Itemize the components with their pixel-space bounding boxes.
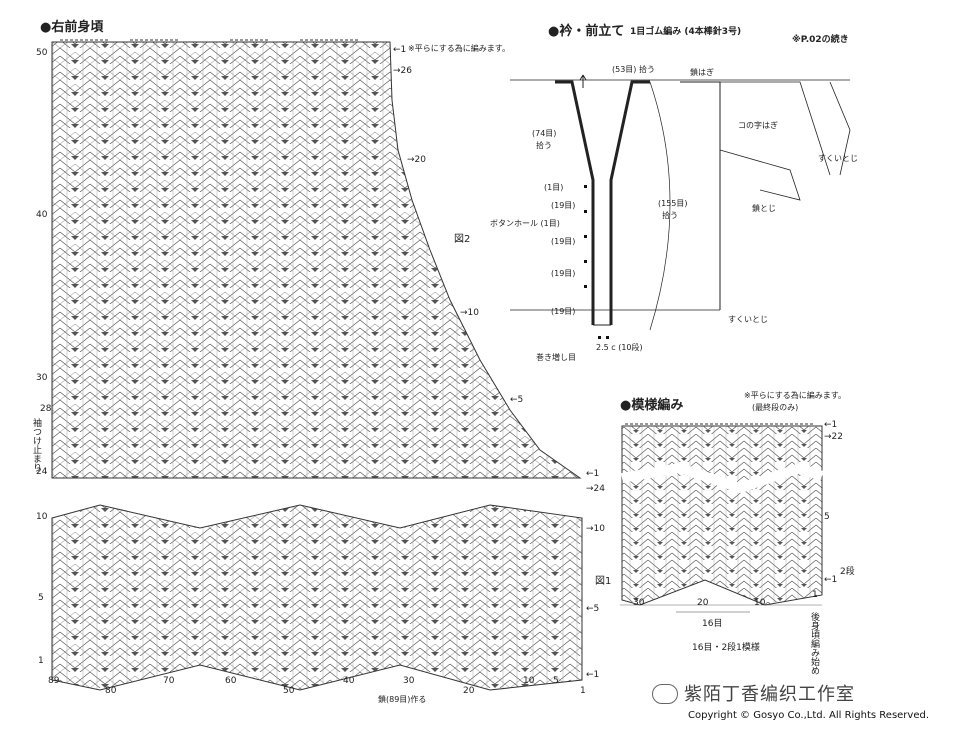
row-arrow: →22 [824,432,843,442]
row-arrow: →24 [586,484,605,494]
buttonhole-label: ボタンホール (1目) [490,219,560,228]
row-count-19: (19目) [551,307,576,316]
row-count-19: (19目) [551,201,576,210]
stitch-count: 50 [283,686,295,696]
pattern-flat-note: ※平らにする為に編みます。 [744,391,846,400]
stitch-count: 5 [553,676,559,686]
copyright-text: Copyright © Gosyo Co.,Ltd. All Rights Re… [688,710,930,721]
right-front-lower-chart [51,504,583,691]
figure-1-label: 図1 [595,576,612,587]
stitch-count: 30 [403,676,415,686]
chain-join-label: 鎖はぎ [690,68,714,77]
row-number: 1 [38,656,44,666]
row-number: 24 [36,467,48,477]
repeat-rows-label: 2段 [840,567,855,577]
row-arrow: ←1 [824,575,838,585]
pick-74-label: (74目) [532,129,557,138]
row-arrow: ←5 [586,604,600,614]
scoop-bind-label-2: すくいとじ [728,315,768,324]
repeat-stitches-label: 16目 [702,619,723,629]
stitch-count: 70 [163,676,175,686]
pick-74-label-b: 拾う [536,141,552,150]
buttonhole-marks [584,185,609,339]
stitch-count: 1 [580,686,586,696]
row-number: 5 [38,593,44,603]
right-front-upper-chart [51,39,582,479]
row-arrow: ←1 [824,420,838,430]
row-arrow: ←1 [586,469,600,479]
right-front-title: ●右前身頃 [40,20,104,35]
stitch-count: 20 [697,598,709,608]
collar-method: 1目ゴム編み (4本棒針3号) [630,27,742,37]
row-count-1: (1目) [544,183,564,192]
stitch-count: 1 [812,590,818,600]
row-arrow: →26 [393,66,412,76]
wind-increase-label: 巻き増し目 [536,353,576,362]
row-count-19: (19目) [551,237,576,246]
stitch-count: 80 [105,686,117,696]
chain-bind-label: 鎖とじ [752,204,776,213]
foundation-chain-label: 鎖(89目)作る [378,695,427,704]
stitch-count: 20 [463,686,475,696]
pick-53-label: (53目) 拾う [612,65,655,74]
sleeve-attach-label: 袖つけ止まり [31,418,41,472]
stitch-count: 60 [225,676,237,686]
row-arrow: ←5 [510,395,524,405]
row-count-19: (19目) [551,269,576,278]
collar-schematic [510,74,851,331]
row-number: 50 [36,48,48,58]
stitch-count: 30 [633,598,645,608]
row-number: 10 [36,512,48,522]
row-arrow: ←1 [393,45,407,55]
wechat-icon [652,684,678,704]
row-number: 30 [36,373,48,383]
row-arrow: →10 [460,308,479,318]
pattern-stitch-chart [620,423,824,613]
watermark-text: 紫陌丁香编织工作室 [684,684,855,705]
continued-note: ※P.02の続き [792,35,849,45]
repeat-description: 16目・2段1模様 [692,643,760,653]
stitch-count: 10 [523,676,535,686]
row-arrow: ←1 [586,670,600,680]
figure-2-label: 図2 [454,234,471,245]
pick-155-label: (155目) [658,199,688,208]
band-width-label: 2.5 c (10段) [596,343,643,352]
ko-join-label: コの字はぎ [738,121,778,130]
scoop-bind-label: すくいとじ [818,154,858,163]
pick-155-label-b: 拾う [662,211,678,220]
stitch-count: 40 [343,676,355,686]
row-arrow: →10 [586,524,605,534]
right-front-flat-note: ※平らにする為に編みます。 [408,44,510,53]
row-number: 28 [40,404,52,414]
pattern-title: ●模様編み [620,398,684,413]
row-number: 5 [824,512,830,522]
back-start-label: 後身頃編み始め [809,612,819,675]
stitch-count: 10 [754,598,766,608]
row-arrow: →20 [407,155,426,165]
row-number: 40 [36,210,48,220]
stitch-count: 89 [48,676,60,686]
collar-title: ●衿・前立て [548,24,625,39]
pattern-last-row-note: (最終段のみ) [752,403,799,412]
